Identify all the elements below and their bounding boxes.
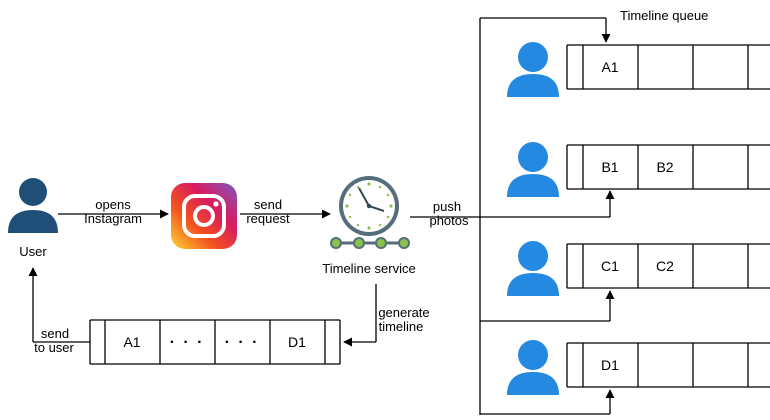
timeline-queue-title: Timeline queue — [620, 8, 708, 23]
follower-queue-row: C1 C2 — [507, 241, 770, 296]
queue-cell-text: D1 — [601, 357, 619, 373]
push-photos-label-line2: photos — [429, 213, 469, 228]
queue-cell-text: A1 — [601, 59, 618, 75]
generate-timeline-label-line1: generate — [378, 305, 429, 320]
queue-cell-text: C2 — [656, 258, 674, 274]
queue-cell-text: B1 — [601, 159, 618, 175]
send-request-label-line1: send — [254, 197, 282, 212]
result-timeline-queue: A1 · · · · · · D1 — [89, 319, 341, 365]
queue-cell-text: B2 — [656, 159, 673, 175]
opens-label-line2: Instagram — [84, 211, 142, 226]
follower-queue-row: B1 B2 — [507, 142, 770, 197]
follower-queue-row: A1 — [507, 42, 770, 97]
follower-user-icon — [507, 142, 559, 197]
timeline-service-label: Timeline service — [322, 261, 415, 276]
follower-user-icon — [507, 42, 559, 97]
clock-icon — [330, 176, 410, 249]
result-queue-cell-text: · · · — [170, 334, 205, 351]
opens-label-line1: opens — [95, 197, 131, 212]
generate-timeline-label-line2: timeline — [379, 319, 424, 334]
follower-user-icon — [507, 340, 559, 395]
send-request-label-line2: request — [246, 211, 290, 226]
follower-queue-row: D1 — [507, 340, 770, 395]
result-queue-cell-text: D1 — [288, 334, 306, 350]
user-icon — [8, 178, 58, 233]
send-to-user-label-line1: send — [41, 326, 69, 341]
follower-user-icon — [507, 241, 559, 296]
result-queue-cell-text: · · · — [225, 334, 260, 351]
instagram-logo-icon — [171, 183, 237, 249]
user-label: User — [19, 244, 47, 259]
push-photos-label-line1: push — [433, 199, 461, 214]
send-to-user-label-line2: to user — [34, 340, 74, 355]
queue-cell-text: C1 — [601, 258, 619, 274]
result-queue-cell-text: A1 — [123, 334, 140, 350]
